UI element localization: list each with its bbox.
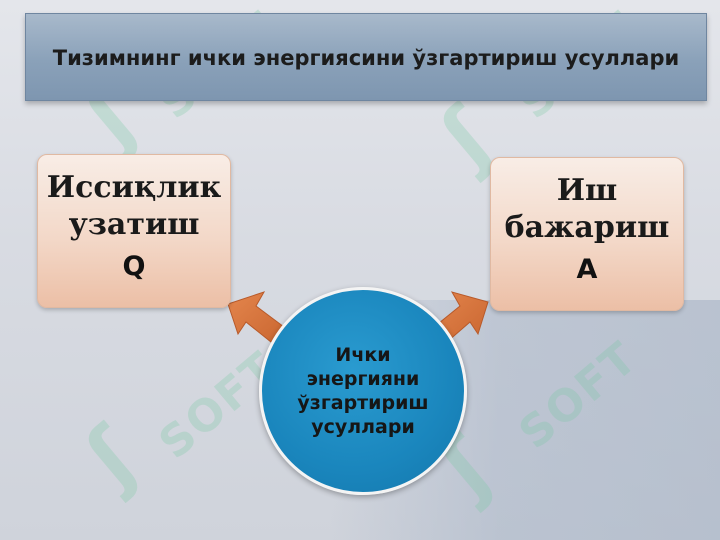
work-done-box: Иш бажариш A (490, 157, 684, 311)
heat-transfer-label: Иссиқлик узатиш (46, 170, 222, 242)
work-done-label: Иш бажариш (504, 173, 670, 245)
title-bar: Тизимнинг ички энергиясини ўзгартириш ус… (25, 13, 707, 101)
heat-transfer-box: Иссиқлик узатиш Q (37, 154, 231, 308)
slide-title: Тизимнинг ички энергиясини ўзгартириш ус… (52, 46, 680, 70)
center-label: Ички энергияни ўзгартириш усуллари (297, 344, 429, 438)
work-symbol: A (576, 254, 598, 285)
heat-symbol: Q (122, 251, 146, 282)
center-circle: Ички энергияни ўзгартириш усуллари (259, 287, 467, 495)
